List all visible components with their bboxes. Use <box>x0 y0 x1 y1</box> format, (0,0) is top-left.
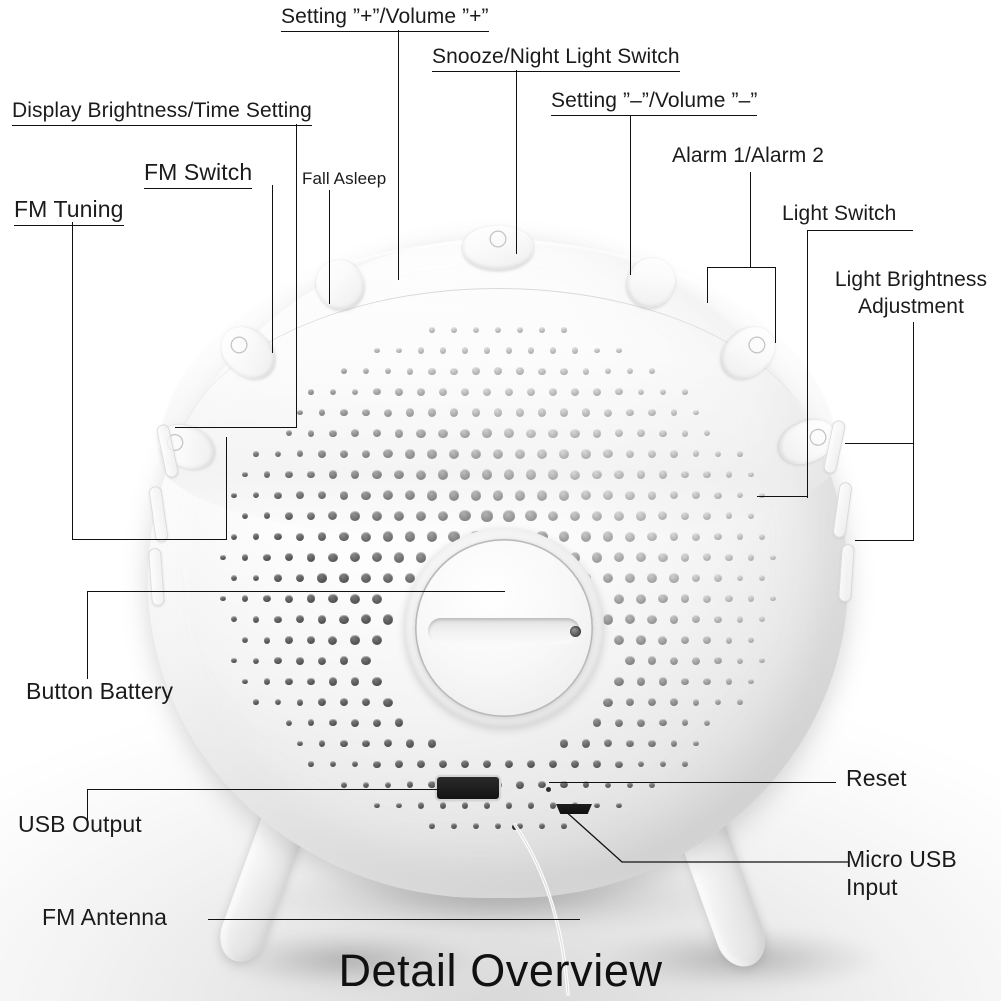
label-micro-usb-line2: Input <box>846 874 898 901</box>
label-fm-tuning: FM Tuning <box>14 196 124 226</box>
leader-light-brightness-v <box>913 322 915 444</box>
leader-micro-usb-path <box>562 808 848 863</box>
usb-output-port[interactable] <box>437 777 499 799</box>
battery-cover-slot <box>428 618 580 644</box>
leader-fm-antenna-h <box>208 919 580 921</box>
gear-icon <box>228 333 252 357</box>
label-micro-usb-line1: Micro USB <box>846 846 957 872</box>
label-setting-minus-volume-minus: Setting ”–”/Volume ”–” <box>551 89 758 116</box>
label-light-brightness-line1: Light Brightness <box>834 268 988 291</box>
leader-light-brightness-h <box>845 443 914 445</box>
leader-usb-output-v <box>87 789 89 821</box>
label-fall-asleep: Fall Asleep <box>302 169 387 188</box>
leader-light-brightness-v2 <box>913 443 915 541</box>
label-alarm-1-alarm-2: Alarm 1/Alarm 2 <box>672 144 825 167</box>
label-display-brightness-time-setting: Display Brightness/Time Setting <box>12 99 312 126</box>
label-setting-plus-volume-plus: Setting ”+”/Volume ”+” <box>281 5 489 32</box>
bell-icon <box>744 333 768 357</box>
leader-button-battery-v <box>87 591 89 679</box>
leader-display-brightness-v <box>296 124 298 428</box>
leader-light-switch-h <box>757 496 808 498</box>
moon-icon <box>490 231 507 248</box>
label-usb-output: USB Output <box>18 811 142 837</box>
fm-antenna-socket <box>512 824 518 830</box>
leader-setting-minus-v <box>630 115 632 275</box>
leader-alarm-v-left <box>707 267 709 303</box>
leader-display-brightness-h <box>175 427 297 429</box>
label-fm-switch: FM Switch <box>144 159 253 189</box>
leader-button-battery-h <box>87 591 505 593</box>
leader-fm-tuning-v2 <box>226 437 228 540</box>
leader-fm-tuning-h <box>72 539 227 541</box>
leader-usb-output-h <box>87 789 439 791</box>
label-light-brightness-adjustment: Light Brightness Adjustment <box>820 268 1001 318</box>
light-brightness-ridge[interactable] <box>837 543 856 603</box>
leader-alarm-h <box>707 267 776 269</box>
battery-cover-screw-icon <box>570 626 581 637</box>
leader-alarm-v <box>750 172 752 268</box>
speaker-grille <box>214 318 782 838</box>
label-light-brightness-line2: Adjustment <box>857 294 965 318</box>
micro-usb-input-port[interactable] <box>556 804 592 814</box>
leader-alarm-v-right <box>775 267 777 343</box>
leader-light-switch-underline <box>807 230 913 232</box>
label-reset: Reset <box>846 765 907 791</box>
leader-snooze-v <box>516 70 518 254</box>
bulb-icon <box>807 426 829 448</box>
label-fm-antenna: FM Antenna <box>42 904 168 930</box>
leader-fm-tuning-v <box>72 222 74 540</box>
leader-reset-h <box>549 782 836 784</box>
label-micro-usb-input: Micro USB Input <box>846 845 957 901</box>
leader-fall-asleep-v <box>329 190 331 304</box>
page-title: Detail Overview <box>338 945 663 997</box>
label-snooze-night-light-switch: Snooze/Night Light Switch <box>432 45 680 72</box>
leader-setting-plus-v <box>398 30 400 280</box>
rim-button-3[interactable] <box>463 226 533 270</box>
leader-light-brightness-h2 <box>855 540 914 542</box>
reset-pinhole[interactable] <box>546 787 551 792</box>
leader-fm-switch-v <box>272 185 274 353</box>
label-button-battery: Button Battery <box>26 678 174 704</box>
label-light-switch: Light Switch <box>782 202 897 225</box>
leader-light-switch-v <box>807 230 809 498</box>
